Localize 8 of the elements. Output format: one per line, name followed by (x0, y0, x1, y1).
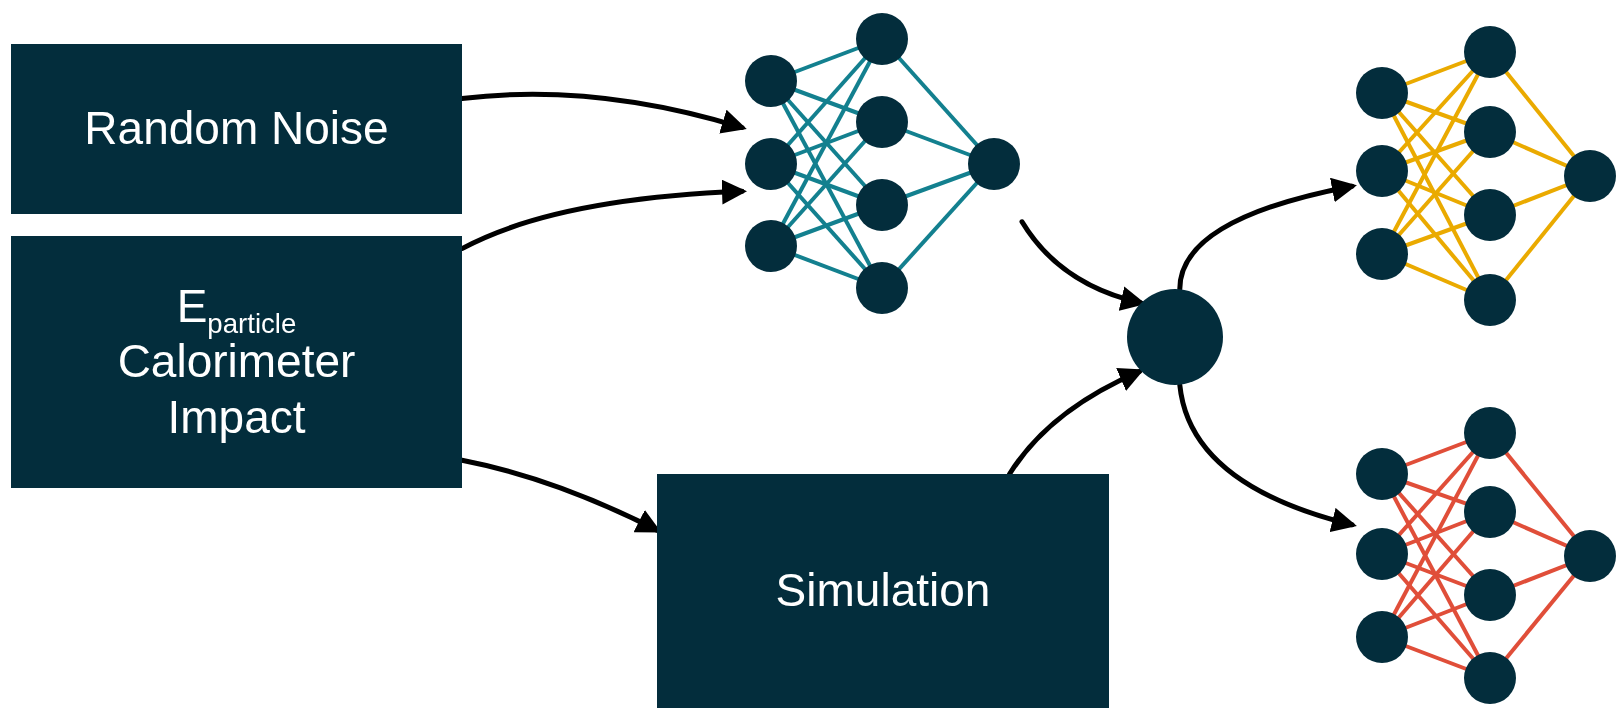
box-label: Simulation (775, 563, 991, 619)
arrow (1007, 368, 1145, 477)
box-label: E$_{particle}$ Calorimeter Impact (116, 279, 357, 445)
box-label: Random Noise (84, 101, 389, 157)
arrow (1177, 178, 1357, 292)
process-box (11, 44, 462, 214)
process-box (657, 474, 1109, 708)
process-box (11, 236, 462, 488)
